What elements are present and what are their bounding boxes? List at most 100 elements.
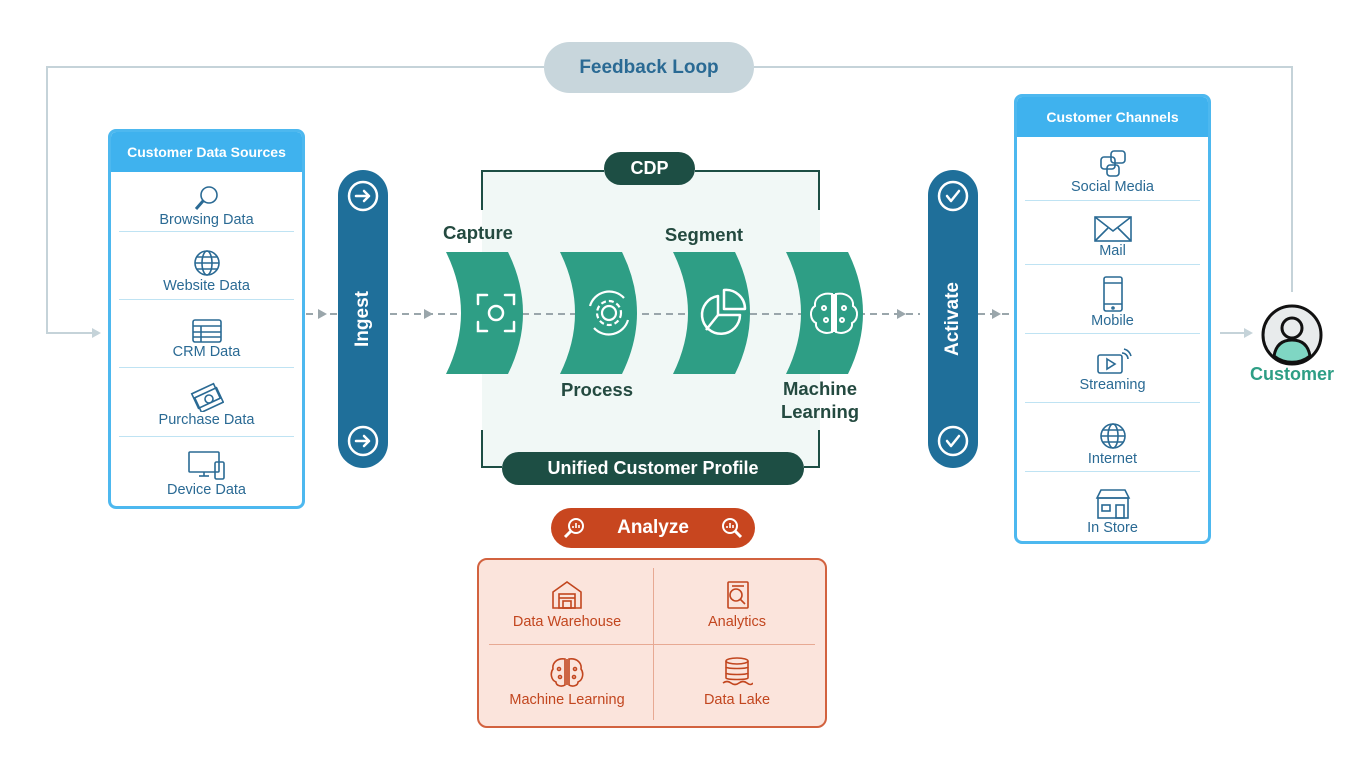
analyze-item-analytics: Analytics — [655, 580, 819, 630]
activate-bar: Activate — [928, 170, 978, 468]
check-circle-icon — [937, 425, 969, 457]
machine-learning-step-shape — [786, 252, 863, 374]
channels-title: Customer Channels — [1017, 97, 1208, 137]
magnifier-icon — [194, 186, 218, 210]
arrow-right-circle-icon — [347, 180, 379, 212]
analyze-label: Machine Learning — [509, 692, 625, 708]
customer-arrowhead — [1244, 328, 1253, 338]
source-label: Browsing Data — [159, 212, 254, 228]
globe-icon — [1099, 423, 1126, 449]
channel-label: Streaming — [1079, 377, 1146, 393]
analyze-item-machine-learning: Machine Learning — [485, 656, 649, 708]
globe-icon — [193, 250, 220, 276]
divider — [1025, 471, 1200, 472]
social-icon — [1099, 150, 1126, 177]
cdp-area-bg — [482, 172, 820, 466]
analyze-label: Analytics — [707, 614, 767, 630]
process-label: Process — [561, 379, 633, 400]
flow-arrowhead — [424, 309, 433, 319]
divider — [119, 436, 294, 437]
mail-icon — [1093, 216, 1132, 242]
cdp-bracket-top — [481, 170, 820, 210]
source-item-purchase: Purchase Data — [119, 376, 294, 428]
divider — [1025, 200, 1200, 201]
channel-item-streaming: Streaming — [1025, 341, 1200, 393]
feedback-arrowhead — [92, 328, 101, 338]
analyze-label: Data Warehouse — [512, 614, 622, 630]
arrow-right-circle-icon — [347, 425, 379, 457]
segment-step-shape — [673, 252, 750, 374]
segment-label: Segment — [664, 224, 744, 245]
ingest-bar: Ingest — [338, 170, 388, 468]
divider — [1025, 333, 1200, 334]
cdp-steps — [446, 252, 863, 374]
pie-chart-icon — [700, 288, 747, 335]
analyze-item-data-lake: Data Lake — [655, 656, 819, 708]
cdp-bracket-bottom — [481, 430, 820, 468]
divider — [1025, 402, 1200, 403]
feedback-line-left — [46, 66, 544, 334]
divider — [1025, 264, 1200, 265]
source-item-website: Website Data — [119, 240, 294, 294]
channel-item-store: In Store — [1025, 481, 1200, 536]
analyze-pill: Analyze — [551, 508, 755, 548]
channel-item-mobile: Mobile — [1025, 271, 1200, 329]
channel-label: Internet — [1087, 451, 1138, 467]
activate-label: Activate — [942, 282, 964, 356]
store-icon — [1095, 489, 1130, 519]
divider — [119, 231, 294, 232]
flow-arrowhead — [992, 309, 1001, 319]
cdp-title-pill: CDP — [604, 152, 695, 185]
process-step-shape — [560, 252, 637, 374]
flow-arrowhead — [318, 309, 327, 319]
ingest-label: Ingest — [352, 291, 374, 347]
database-icon — [722, 657, 753, 686]
brain-circuit-icon — [550, 658, 584, 687]
customer-label: Customer — [1249, 364, 1334, 384]
devices-icon — [187, 451, 225, 480]
channel-label: Mail — [1099, 243, 1126, 259]
capture-label: Capture — [443, 222, 513, 243]
channel-item-internet: Internet — [1025, 413, 1200, 467]
analytics-report-icon — [727, 581, 749, 609]
feedback-loop-pill: Feedback Loop — [544, 42, 754, 93]
analyze-item-warehouse: Data Warehouse — [485, 580, 649, 630]
source-label: Website Data — [163, 278, 250, 294]
source-item-device: Device Data — [119, 444, 294, 498]
divider — [489, 644, 815, 645]
customer-data-sources-panel: Customer Data Sources Browsing Data Webs… — [108, 129, 305, 509]
analyze-magnifier-icon — [563, 518, 584, 539]
capture-step-shape — [446, 252, 523, 374]
source-label: Purchase Data — [158, 412, 255, 428]
flow-arrowhead — [897, 309, 906, 319]
machine-learning-label: Machine Learning — [780, 378, 860, 422]
check-circle-icon — [937, 180, 969, 212]
warehouse-icon — [552, 581, 582, 609]
gear-cycle-icon — [588, 290, 630, 336]
analyze-magnifier-icon — [722, 518, 743, 539]
channel-label: Social Media — [1070, 179, 1154, 195]
analyze-title: Analyze — [617, 517, 689, 538]
source-label: CRM Data — [172, 344, 241, 360]
analyze-box: Data Warehouse Analytics Machine Learnin… — [477, 558, 827, 728]
customer-avatar-icon — [1261, 304, 1323, 366]
divider — [119, 367, 294, 368]
channel-item-mail: Mail — [1025, 209, 1200, 259]
mobile-icon — [1102, 276, 1123, 312]
unified-customer-profile-pill: Unified Customer Profile — [502, 452, 804, 485]
source-item-crm: CRM Data — [119, 308, 294, 360]
analyze-label: Data Lake — [703, 692, 771, 708]
brain-circuit-icon — [810, 292, 858, 334]
capture-frame-icon — [476, 293, 516, 333]
feedback-line-right — [754, 66, 1293, 292]
sources-title: Customer Data Sources — [111, 132, 302, 172]
crm-table-icon — [191, 319, 222, 343]
streaming-icon — [1096, 348, 1132, 374]
source-item-browsing: Browsing Data — [119, 174, 294, 228]
money-icon — [190, 382, 224, 412]
channel-label: Mobile — [1091, 313, 1134, 329]
channel-label: In Store — [1087, 520, 1138, 536]
channel-item-social: Social Media — [1025, 143, 1200, 195]
divider — [119, 299, 294, 300]
